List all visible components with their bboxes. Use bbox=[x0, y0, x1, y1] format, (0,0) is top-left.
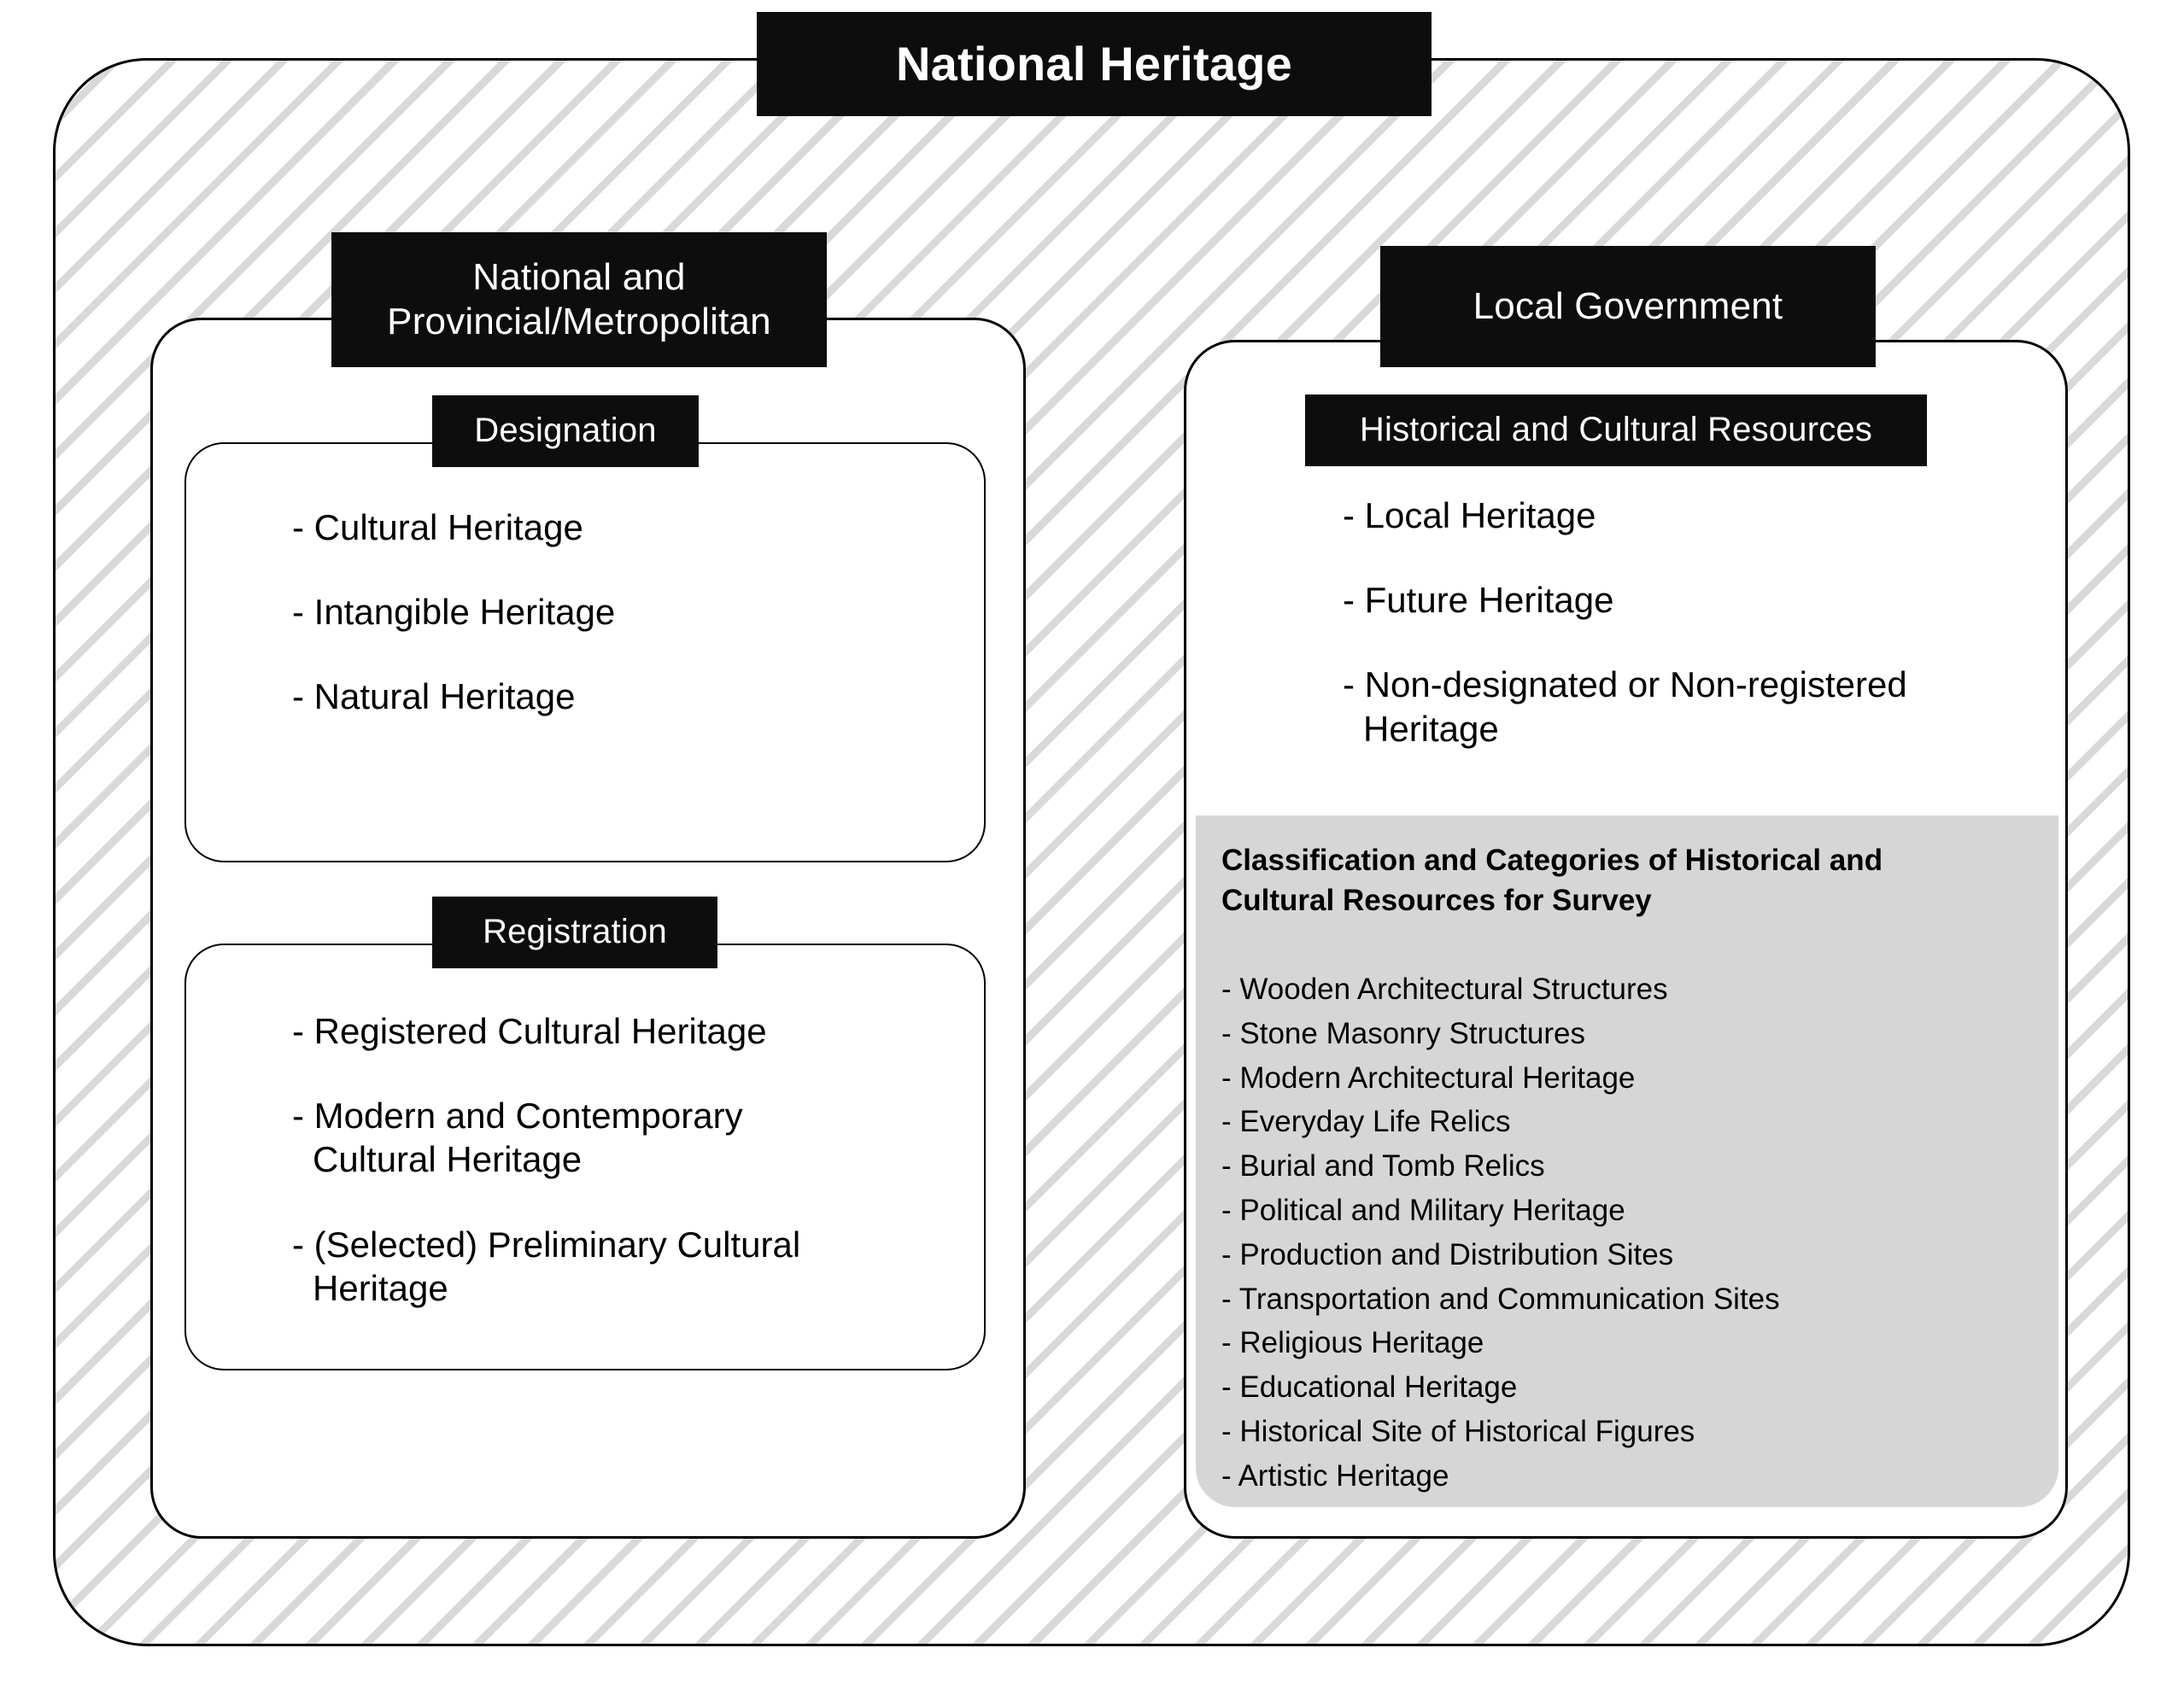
designation-box bbox=[184, 442, 986, 862]
list-item: - Modern Architectural Heritage bbox=[1221, 1061, 1636, 1095]
list-item: - Stone Masonry Structures bbox=[1221, 1016, 1585, 1050]
local-government-header: Local Government bbox=[1380, 246, 1876, 367]
list-item: - Transportation and Communication Sites bbox=[1221, 1282, 1780, 1316]
list-item: - Intangible Heritage bbox=[292, 592, 616, 633]
national-provincial-header-line1: National and bbox=[472, 256, 686, 299]
list-item: - Wooden Architectural Structures bbox=[1221, 973, 1668, 1006]
list-item: - Religious Heritage bbox=[1221, 1326, 1484, 1360]
list-item: - Natural Heritage bbox=[292, 676, 576, 717]
survey-category-list: - Wooden Architectural Structures - Ston… bbox=[1221, 967, 2007, 1499]
list-item: - Modern and Contemporary Cultural Herit… bbox=[292, 1096, 743, 1180]
list-item: - Registered Cultural Heritage bbox=[292, 1011, 767, 1051]
designation-list: - Cultural Heritage - Intangible Heritag… bbox=[282, 505, 931, 719]
survey-classification-panel bbox=[1196, 815, 2058, 1507]
survey-panel-heading: Classification and Categories of Histori… bbox=[1221, 844, 1883, 917]
list-item: - Production and Distribution Sites bbox=[1221, 1237, 1674, 1271]
designation-header: Designation bbox=[432, 395, 699, 467]
list-item: - Everyday Life Relics bbox=[1221, 1105, 1511, 1139]
list-item: - Artistic Heritage bbox=[1221, 1458, 1449, 1493]
list-item: - Burial and Tomb Relics bbox=[1221, 1149, 1545, 1183]
list-item: - Educational Heritage bbox=[1221, 1370, 1518, 1405]
list-item: - Political and Military Heritage bbox=[1221, 1193, 1625, 1227]
list-item: - Local Heritage bbox=[1343, 495, 1596, 535]
registration-box bbox=[184, 944, 986, 1370]
registration-list: - Registered Cultural Heritage - Modern … bbox=[282, 1009, 957, 1310]
national-provincial-header: National and Provincial/Metropolitan bbox=[331, 232, 827, 367]
registration-header: Registration bbox=[432, 897, 717, 968]
page-title: National Heritage bbox=[757, 12, 1432, 116]
list-item: - (Selected) Preliminary Cultural Herita… bbox=[292, 1224, 801, 1308]
national-provincial-header-line2: Provincial/Metropolitan bbox=[387, 301, 771, 342]
historical-cultural-resources-list: - Local Heritage - Future Heritage - Non… bbox=[1332, 494, 2007, 751]
list-item: - Future Heritage bbox=[1343, 580, 1614, 621]
list-item: - Historical Site of Historical Figures bbox=[1221, 1414, 1695, 1448]
list-item: - Cultural Heritage bbox=[292, 507, 583, 547]
historical-cultural-resources-header: Historical and Cultural Resources bbox=[1305, 394, 1927, 466]
list-item: - Non-designated or Non-registered Herit… bbox=[1343, 664, 1907, 749]
